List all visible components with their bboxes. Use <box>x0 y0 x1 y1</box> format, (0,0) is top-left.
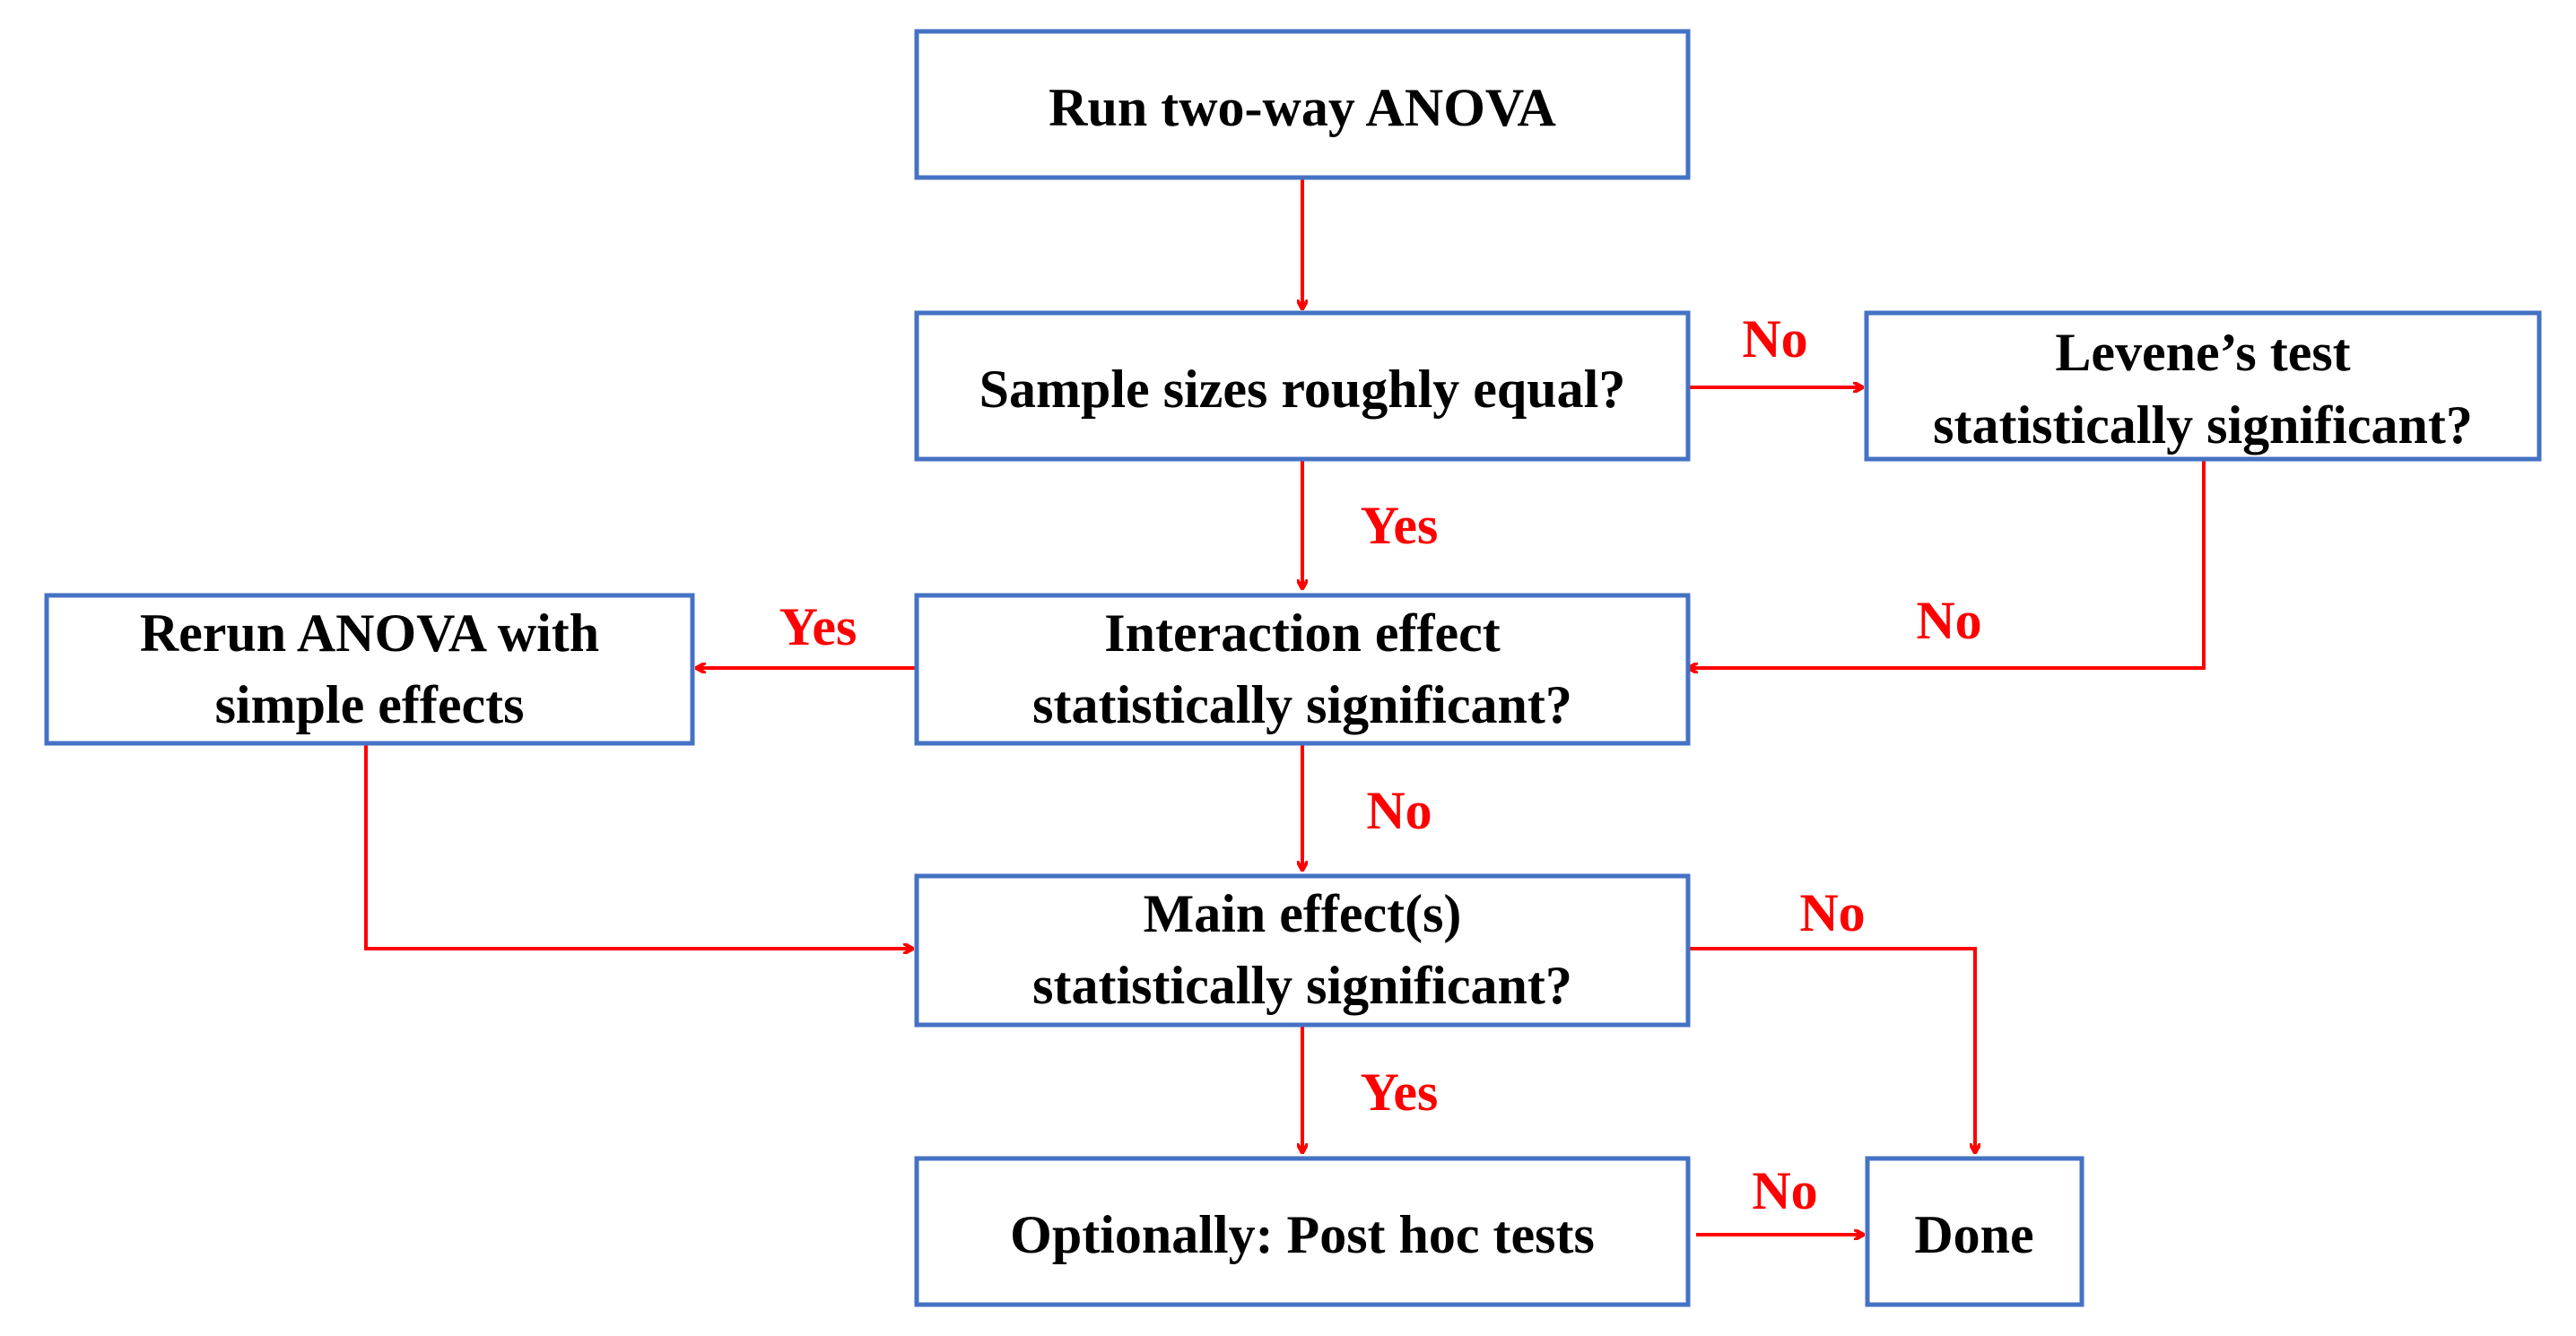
edge-sample-to-interaction: Yes <box>1302 459 1438 589</box>
node-levene-line-2: statistically significant? <box>1933 395 2473 455</box>
node-interaction: Interaction effect statistically signifi… <box>914 593 1691 746</box>
edge-levene-to-interaction: No <box>1688 459 2206 668</box>
node-main-effects-line-1: Main effect(s) <box>1144 884 1462 943</box>
node-rerun: Rerun ANOVA with simple effects <box>44 593 695 746</box>
edge-rerun-to-main <box>364 743 913 949</box>
edge-label-sample-to-levene: No <box>1742 309 1807 369</box>
node-levene: Levene’s test statistically significant? <box>1864 310 2542 462</box>
node-sample-sizes: Sample sizes roughly equal? <box>914 310 1691 462</box>
node-done: Done <box>1865 1156 2084 1307</box>
edge-label-posthoc-to-done: No <box>1752 1161 1817 1220</box>
node-post-hoc-line-1: Optionally: Post hoc tests <box>1010 1205 1595 1264</box>
edge-label-interaction-to-main: No <box>1366 781 1432 840</box>
edge-interaction-to-main: No <box>1302 743 1432 871</box>
edge-label-levene-to-interaction: No <box>1916 591 1981 650</box>
edge-label-main-to-done: No <box>1799 883 1865 942</box>
edge-label-interaction-to-rerun: Yes <box>779 597 857 656</box>
node-rerun-line-2: simple effects <box>215 675 525 734</box>
node-main-effects-line-2: statistically significant? <box>1032 956 1572 1015</box>
edge-sample-to-levene: No <box>1684 309 1863 387</box>
node-rerun-line-1: Rerun ANOVA with <box>140 603 599 663</box>
node-interaction-line-1: Interaction effect <box>1104 603 1500 663</box>
node-run-anova-line-1: Run two-way ANOVA <box>1049 78 1556 137</box>
edge-label-sample-to-interaction: Yes <box>1361 496 1439 555</box>
node-interaction-line-2: statistically significant? <box>1032 675 1572 734</box>
edge-interaction-to-rerun: Yes <box>696 597 917 668</box>
arrow-rerun-to-main <box>364 743 913 949</box>
node-sample-sizes-line-1: Sample sizes roughly equal? <box>979 360 1626 419</box>
arrow-levene-to-interaction <box>1688 459 2206 668</box>
node-levene-line-1: Levene’s test <box>2055 323 2350 382</box>
edge-label-main-to-posthoc: Yes <box>1361 1063 1439 1122</box>
arrow-main-to-done <box>1688 947 1975 1153</box>
edge-main-to-posthoc: Yes <box>1302 1025 1438 1153</box>
node-post-hoc: Optionally: Post hoc tests <box>914 1156 1691 1307</box>
edge-posthoc-to-done: No <box>1696 1161 1864 1235</box>
node-done-line-1: Done <box>1914 1205 2033 1264</box>
node-run-anova: Run two-way ANOVA <box>914 29 1691 180</box>
node-main-effects: Main effect(s) statistically significant… <box>914 873 1691 1028</box>
edge-main-to-done: No <box>1688 883 1975 1153</box>
